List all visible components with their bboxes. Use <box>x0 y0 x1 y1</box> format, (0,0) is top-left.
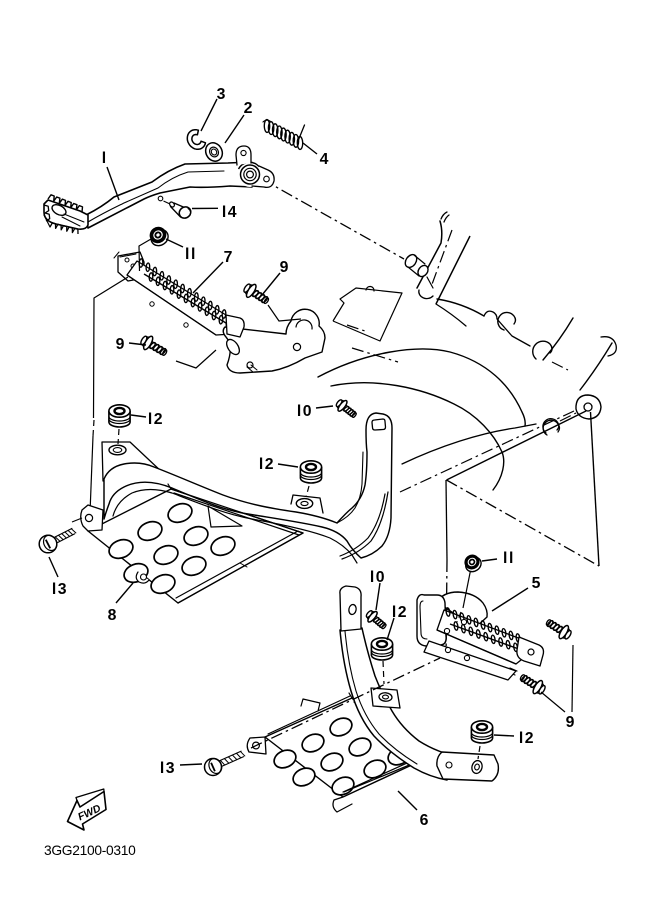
svg-text:7: 7 <box>224 249 233 266</box>
svg-text:3: 3 <box>217 86 226 103</box>
svg-text:l3: l3 <box>52 581 68 598</box>
svg-text:l: l <box>102 150 106 167</box>
svg-text:6: 6 <box>420 812 429 829</box>
svg-text:l3: l3 <box>160 760 176 777</box>
svg-text:5: 5 <box>532 575 541 592</box>
svg-text:l2: l2 <box>392 604 408 621</box>
svg-text:3GG2100-0310: 3GG2100-0310 <box>44 843 136 858</box>
svg-text:4: 4 <box>320 151 329 168</box>
svg-text:l0: l0 <box>297 403 313 420</box>
svg-text:ll: ll <box>185 246 197 263</box>
svg-text:l4: l4 <box>222 204 238 221</box>
svg-text:9: 9 <box>116 336 125 353</box>
svg-text:l2: l2 <box>519 730 535 747</box>
svg-text:l2: l2 <box>148 411 164 428</box>
svg-text:9: 9 <box>280 259 289 276</box>
svg-text:9: 9 <box>566 714 575 731</box>
svg-text:l2: l2 <box>259 456 275 473</box>
svg-text:l0: l0 <box>370 569 386 586</box>
svg-text:2: 2 <box>244 100 253 117</box>
svg-text:8: 8 <box>108 607 117 624</box>
svg-text:ll: ll <box>503 550 515 567</box>
